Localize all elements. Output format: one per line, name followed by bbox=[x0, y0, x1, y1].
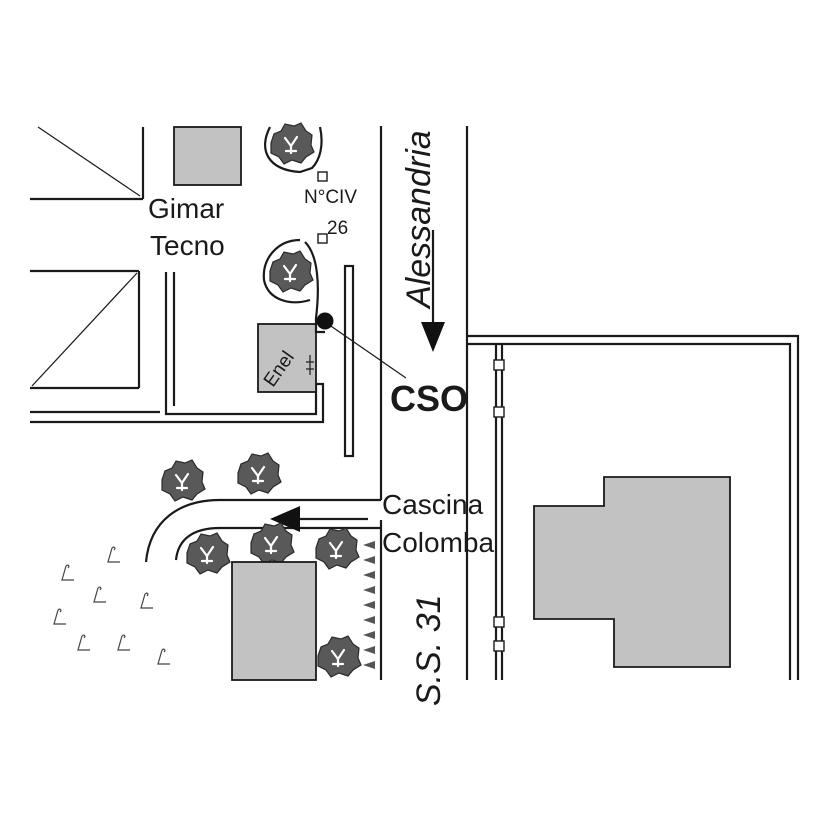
tree-icon bbox=[269, 250, 314, 293]
station-label: CSO bbox=[390, 378, 468, 419]
civic-post-2 bbox=[317, 233, 328, 244]
civic-number-label: N°CIV bbox=[304, 187, 357, 208]
grass-icon bbox=[53, 546, 170, 665]
tree-icon bbox=[250, 522, 295, 565]
side-road-name-line1: Cascina bbox=[382, 489, 484, 520]
side-road-name-line2: Colomba bbox=[382, 527, 494, 558]
station-dot-icon bbox=[316, 312, 334, 330]
curb-strip bbox=[343, 264, 355, 458]
road-name-north: Alessandria bbox=[400, 130, 438, 310]
civic-post-1 bbox=[317, 171, 328, 182]
tree-icon bbox=[161, 459, 206, 502]
driveway-north bbox=[262, 126, 325, 334]
company-name-line2: Tecno bbox=[150, 230, 225, 261]
main-road bbox=[379, 126, 469, 680]
station-marker bbox=[316, 312, 407, 379]
tree-icon bbox=[270, 122, 315, 165]
arrow-icon bbox=[270, 506, 300, 532]
gimar-building bbox=[173, 126, 242, 186]
hedge-row bbox=[363, 541, 375, 669]
company-name-line1: Gimar bbox=[148, 193, 224, 224]
road-name-south: S.S. 31 bbox=[410, 594, 448, 706]
civic-number: 26 bbox=[327, 218, 348, 239]
yard-outline bbox=[30, 272, 325, 424]
parcel-top-left bbox=[30, 126, 145, 201]
enel-cabin: Enel bbox=[257, 323, 317, 393]
tree-icon bbox=[315, 527, 360, 570]
tree-icon bbox=[317, 635, 362, 678]
parcel-east bbox=[467, 334, 800, 680]
arrow-icon bbox=[421, 230, 445, 352]
building-south-west bbox=[231, 561, 317, 681]
tree-icon bbox=[186, 532, 231, 575]
side-road bbox=[144, 498, 381, 563]
parcel-mid-left bbox=[30, 269, 141, 390]
tree-icon bbox=[237, 452, 282, 495]
building-east bbox=[533, 476, 731, 668]
